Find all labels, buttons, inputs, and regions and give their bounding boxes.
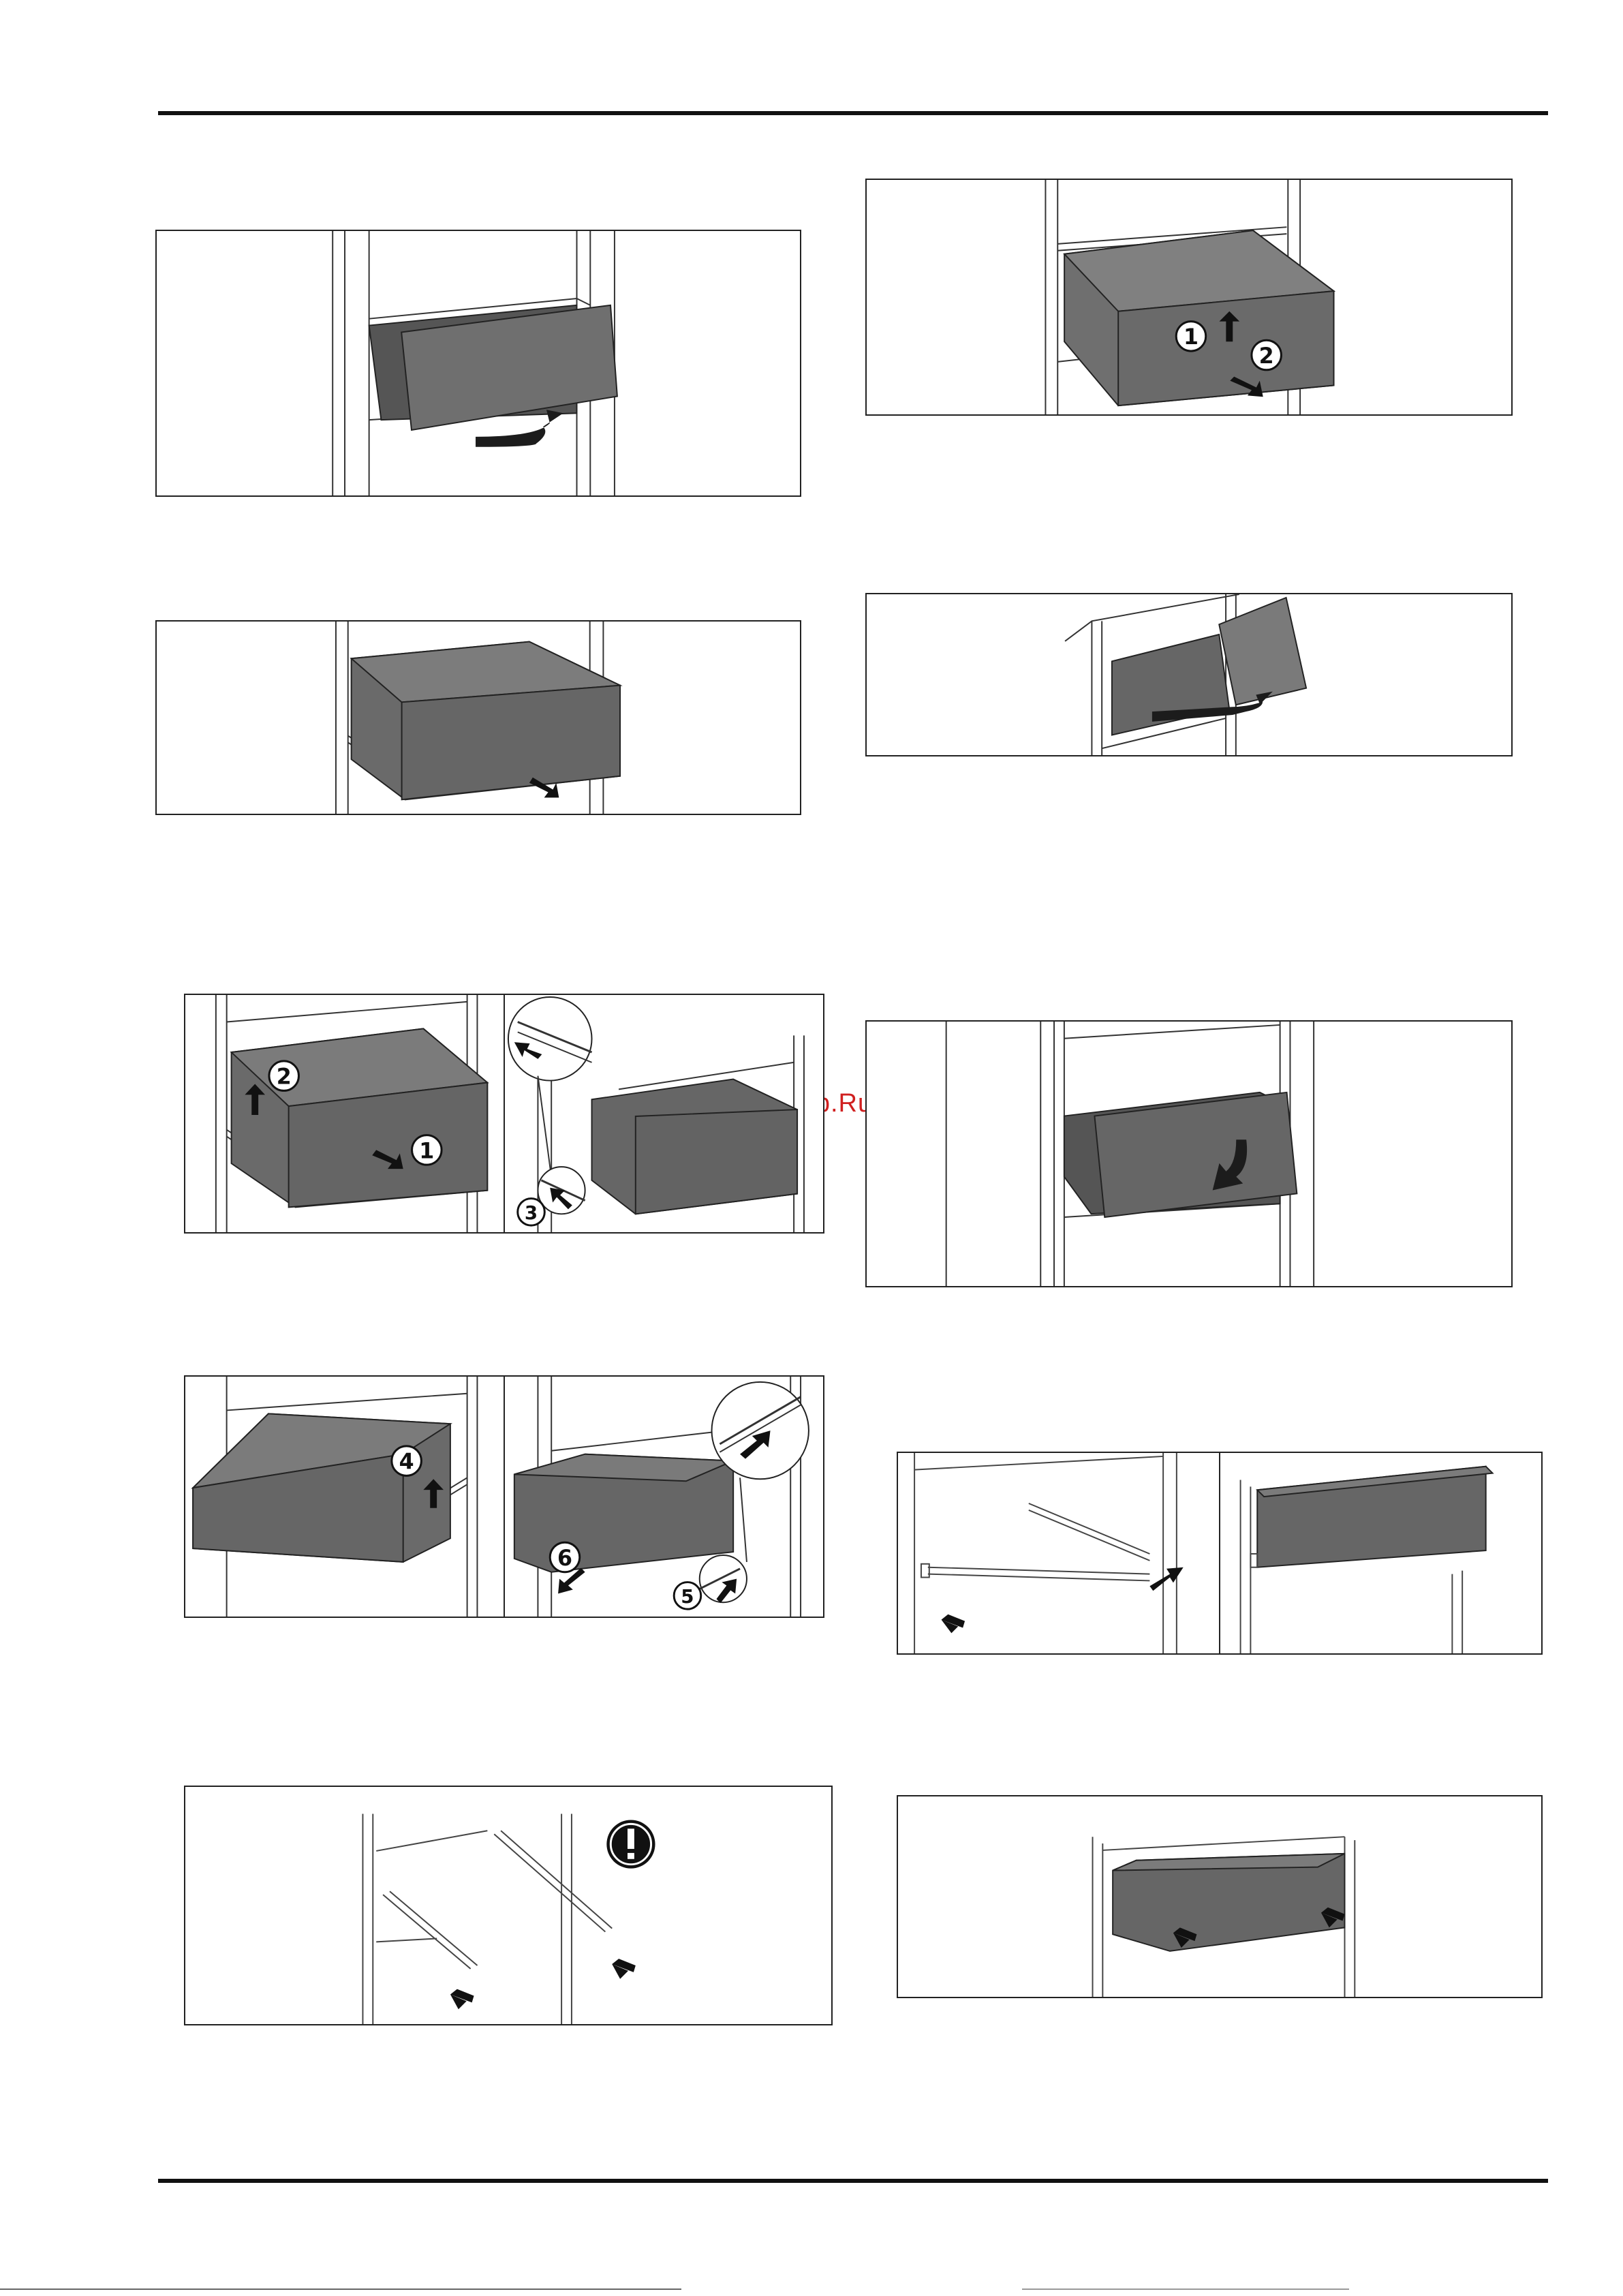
illustration bbox=[157, 622, 800, 814]
figure-front-insert bbox=[865, 1020, 1513, 1287]
step-label: 4 bbox=[399, 1450, 414, 1474]
illustration bbox=[157, 231, 800, 495]
illustration: 2 1 3 bbox=[185, 995, 823, 1232]
figure-drawer-push-in bbox=[897, 1795, 1543, 1998]
illustration bbox=[898, 1453, 1541, 1653]
figure-drawer-insert-steps: 4 6 5 bbox=[184, 1375, 824, 1618]
step-label: 2 bbox=[1259, 344, 1274, 369]
step-label: 1 bbox=[1184, 325, 1199, 350]
figure-front-tilt bbox=[865, 593, 1513, 756]
illustration bbox=[185, 1787, 831, 2024]
figure-drawer-removal-steps: 2 1 3 bbox=[184, 994, 824, 1234]
header-rule bbox=[158, 111, 1548, 115]
illustration bbox=[898, 1796, 1541, 1997]
illustration bbox=[867, 1022, 1511, 1286]
step-label: 6 bbox=[557, 1546, 572, 1571]
illustration bbox=[867, 594, 1511, 755]
figure-front-removal-left bbox=[155, 230, 801, 497]
illustration: 4 6 5 bbox=[185, 1377, 823, 1617]
illustration: 1 2 bbox=[867, 180, 1511, 414]
step-label: 3 bbox=[525, 1201, 538, 1224]
footer-text-line bbox=[0, 2289, 681, 2290]
figure-rails-warning bbox=[184, 1786, 833, 2025]
figure-drawer-pull-out bbox=[155, 620, 801, 815]
step-label: 1 bbox=[419, 1139, 434, 1163]
footer-rule bbox=[158, 2179, 1548, 2183]
step-label: 5 bbox=[681, 1585, 694, 1608]
step-label: 2 bbox=[277, 1065, 292, 1090]
figure-drawer-lift: 1 2 bbox=[865, 179, 1513, 416]
footer-text-line-right bbox=[1022, 2289, 1349, 2290]
figure-rails-insert bbox=[897, 1452, 1543, 1655]
